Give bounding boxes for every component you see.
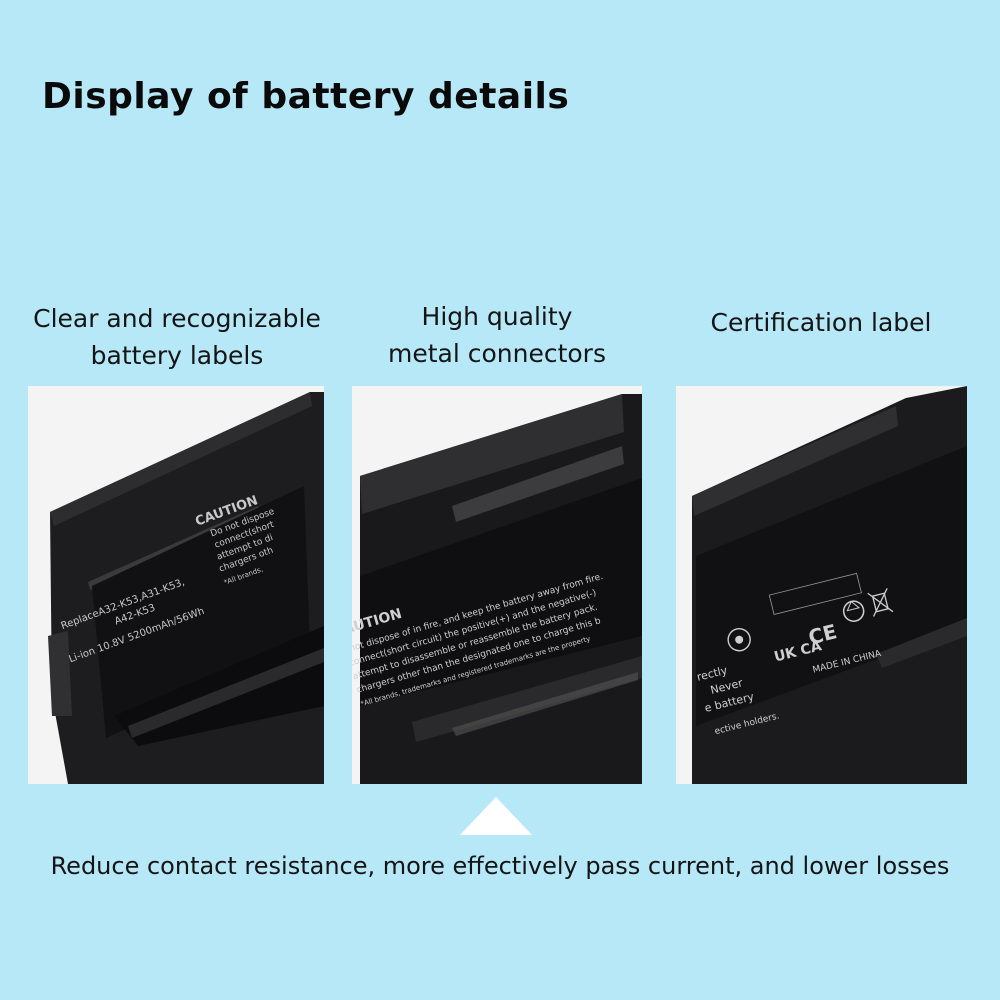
feature-caption-line: metal connectors [387, 339, 606, 368]
feature-caption-line: Certification label [710, 308, 932, 337]
feature-caption-labels: Clear and recognizable battery labels [18, 300, 336, 374]
certification-label-illustration: rectly Never e battery ective holders. U… [676, 386, 967, 784]
benefit-text: Reduce contact resistance, more effectiv… [50, 852, 950, 880]
metal-connectors-illustration: AUTION o not dispose of in fire, and kee… [352, 386, 642, 784]
info-block [768, 572, 862, 615]
recycling-symbol-icon [727, 628, 751, 652]
recycle-icon [842, 600, 865, 622]
certification-label-photo: rectly Never e battery ective holders. U… [676, 386, 967, 784]
battery-label-illustration: CAUTION Do not dispose connect(short att… [28, 386, 324, 784]
feature-caption-certification: Certification label [676, 304, 966, 341]
feature-caption-line: battery labels [90, 341, 264, 370]
feature-caption-line: Clear and recognizable [33, 304, 321, 333]
battery-label-photo: CAUTION Do not dispose connect(short att… [28, 386, 324, 784]
metal-connectors-photo: AUTION o not dispose of in fire, and kee… [352, 386, 642, 784]
page-title: Display of battery details [42, 76, 570, 117]
feature-caption-connectors: High quality metal connectors [350, 298, 644, 372]
crossed-bin-icon [867, 588, 894, 617]
pointer-triangle-icon [460, 797, 532, 835]
feature-caption-line: High quality [421, 302, 573, 331]
